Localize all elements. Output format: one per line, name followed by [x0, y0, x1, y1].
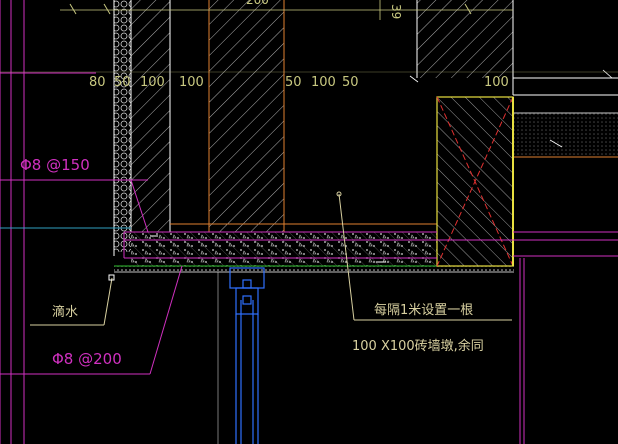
dim-top-200: 200 [246, 0, 269, 7]
dim-80: 80 [89, 75, 106, 90]
wall-outlines [113, 0, 618, 256]
cantilever-slab [131, 231, 437, 267]
rebar-label-bottom: Φ8 @200 [52, 350, 122, 368]
dim-50-c: 50 [342, 75, 359, 90]
dim-100-d: 100 [484, 75, 509, 90]
drip-groove-icon [108, 274, 115, 281]
note-pier-size: 100 X100砖墙墩,余同 [352, 338, 484, 354]
wall-hatch-center [209, 0, 284, 232]
note-pier-spacing: 每隔1米设置一根 [374, 302, 473, 318]
dim-100-a: 100 [140, 75, 165, 90]
ceiling-finish [114, 265, 514, 273]
right-slab [513, 113, 618, 157]
dim-100-b: 100 [179, 75, 204, 90]
leader-lines [30, 193, 512, 326]
brick-pier-icon [436, 96, 514, 267]
wall-hatch-right [417, 0, 513, 78]
insulation-layer [114, 0, 131, 252]
wall-hatch-left [131, 0, 170, 232]
rebar-label-top: Φ8 @150 [20, 156, 90, 174]
slab-markers [150, 69, 613, 263]
dim-50-a: 50 [114, 75, 131, 90]
dimension-row: 80 50 100 100 50 100 50 100 [0, 71, 618, 90]
dim-top-39: 39 [389, 4, 403, 19]
frame-lines [10, 0, 525, 444]
window-frame-icon [229, 267, 265, 444]
dim-100-c: 100 [311, 75, 336, 90]
drip-label: 滴水 [52, 304, 78, 320]
dim-50-b: 50 [285, 75, 302, 90]
top-dimensions: 200 39 [60, 0, 513, 20]
